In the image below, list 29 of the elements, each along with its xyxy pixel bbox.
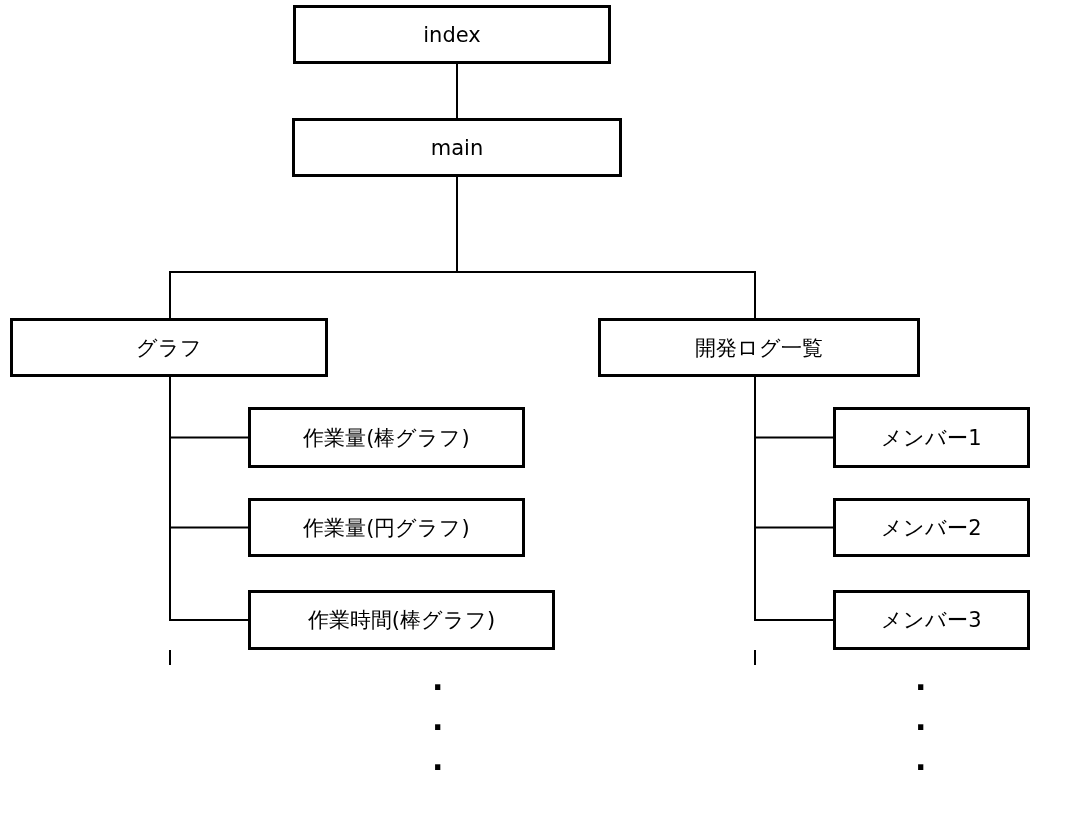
page-box xyxy=(833,498,1030,557)
page-name: main xyxy=(430,135,484,160)
page-box xyxy=(248,407,525,468)
page-box xyxy=(293,5,611,64)
page-name: 作業量(棒グラフ) xyxy=(303,424,470,452)
page-box xyxy=(248,498,525,557)
page-name: 作業量(円グラフ) xyxy=(303,514,470,542)
ellipsis-dot: . xyxy=(915,705,927,735)
ellipsis-dot: . xyxy=(915,665,927,695)
page-name: メンバー2 xyxy=(881,514,982,542)
page-box xyxy=(248,590,555,650)
ellipsis-dot: . xyxy=(915,745,927,775)
page-box xyxy=(833,590,1030,650)
ellipsis-dot: . xyxy=(432,745,444,775)
page-box xyxy=(292,118,622,177)
ellipsis-dot: . xyxy=(432,705,444,735)
connector-line xyxy=(169,376,249,621)
page-name: 開発ログ一覧 xyxy=(695,334,823,362)
page-box xyxy=(10,318,328,377)
page-name: メンバー3 xyxy=(881,607,982,634)
connector-line xyxy=(754,376,834,621)
ellipsis-dot: . xyxy=(432,665,444,695)
page-name: グラフ xyxy=(136,334,202,362)
page-box xyxy=(598,318,920,377)
page-name: index xyxy=(423,22,481,47)
page-box xyxy=(833,407,1030,468)
page-name: 作業時間(棒グラフ) xyxy=(307,607,496,634)
connector-line xyxy=(456,63,458,119)
page-name: メンバー1 xyxy=(881,424,982,452)
